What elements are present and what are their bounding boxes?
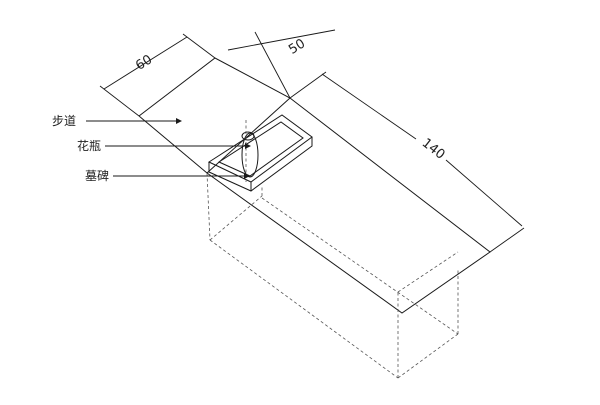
extension-line <box>99 85 140 117</box>
vase-rim <box>241 131 255 141</box>
callout-sidewalk: 步道 <box>52 114 182 128</box>
hidden-edge <box>261 197 459 335</box>
label-vase: 花瓶 <box>77 138 101 153</box>
leader-arrowhead <box>176 118 182 124</box>
hidden-edge <box>397 251 459 293</box>
label-sidewalk: 步道 <box>52 114 76 128</box>
grave-box-hidden-lines <box>206 172 459 379</box>
top-surface <box>138 57 491 314</box>
dimension-line <box>445 159 523 227</box>
vase-shape <box>241 120 259 182</box>
hidden-edge <box>206 172 211 241</box>
extension-line <box>489 227 525 253</box>
dimension-line <box>321 73 417 140</box>
tombstone-shape <box>207 114 313 192</box>
top-surface-outline <box>138 57 491 314</box>
dim-label-60: 60 <box>133 52 155 73</box>
extension-line <box>289 71 327 99</box>
extension-line <box>254 31 291 99</box>
dimension-50: 50 <box>227 29 336 99</box>
dim-label-50: 50 <box>286 36 308 57</box>
leader-arrowhead <box>245 143 251 149</box>
leader-arrowhead <box>244 173 250 179</box>
vase-outline <box>241 132 259 178</box>
dimension-140: 140 <box>289 71 525 253</box>
hidden-edge <box>209 195 263 241</box>
hidden-edge <box>209 239 399 379</box>
dimension-60: 60 <box>99 33 216 117</box>
tombstone-inner <box>217 121 304 177</box>
callout-vase: 花瓶 <box>77 138 251 153</box>
extension-line <box>182 33 216 59</box>
dim-label-140: 140 <box>419 136 448 163</box>
hidden-edge <box>397 333 459 379</box>
dimension-line <box>227 29 336 51</box>
dimension-line <box>103 36 188 90</box>
label-tombstone: 墓碑 <box>85 168 109 183</box>
callout-tombstone: 墓碑 <box>85 168 250 183</box>
